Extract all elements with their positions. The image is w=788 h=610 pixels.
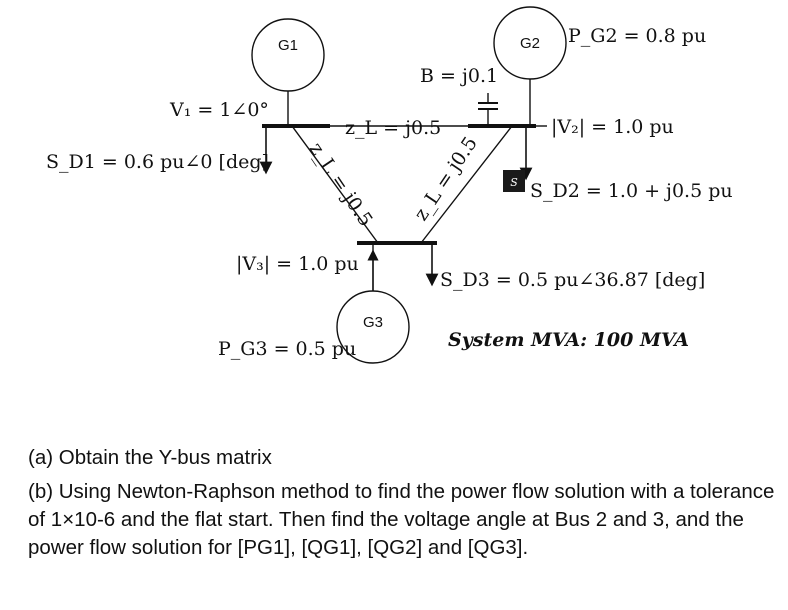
question-block: (a) Obtain the Y-bus matrix (b) Using Ne…	[28, 444, 778, 568]
sd3-label: S_D3 = 0.5 pu∠36.87 [deg]	[440, 269, 705, 291]
v2-label: |V₂| = 1.0 pu	[551, 116, 674, 138]
generator-g1: G1	[251, 18, 325, 125]
g1-label: G1	[278, 37, 298, 54]
load-box-s	[503, 170, 525, 192]
question-b: (b) Using Newton-Raphson method to find …	[28, 480, 775, 559]
v3-label: |V₃| = 1.0 pu	[236, 253, 359, 275]
pg2-label: P_G2 = 0.8 pu	[568, 25, 706, 47]
line-2-3	[420, 125, 513, 244]
zl-top-label: z_L = j0.5	[345, 117, 441, 139]
zl-left-label: z_L = j0.5	[305, 138, 377, 230]
g3-label: G3	[363, 314, 383, 331]
line-1-3	[291, 125, 379, 244]
generator-g2: G2	[493, 6, 567, 125]
power-system-diagram: G1 G2 G3 S V₁ = 1∠0° S_D1 = 0.6 p	[46, 6, 733, 364]
question-a: (a) Obtain the Y-bus matrix	[28, 446, 272, 469]
g2-label: G2	[520, 35, 540, 52]
pg3-label: P_G3 = 0.5 pu	[218, 338, 356, 360]
sd1-label: S_D1 = 0.6 pu∠0 [deg]	[46, 151, 269, 173]
s-box-label: S	[510, 176, 518, 189]
b-label: B = j0.1	[420, 65, 498, 87]
shunt-capacitor	[478, 93, 498, 126]
v1-label: V₁ = 1∠0°	[169, 99, 269, 121]
sd2-label: S_D2 = 1.0 + j0.5 pu	[530, 180, 733, 202]
system-mva-label: System MVA: 100 MVA	[448, 329, 689, 351]
